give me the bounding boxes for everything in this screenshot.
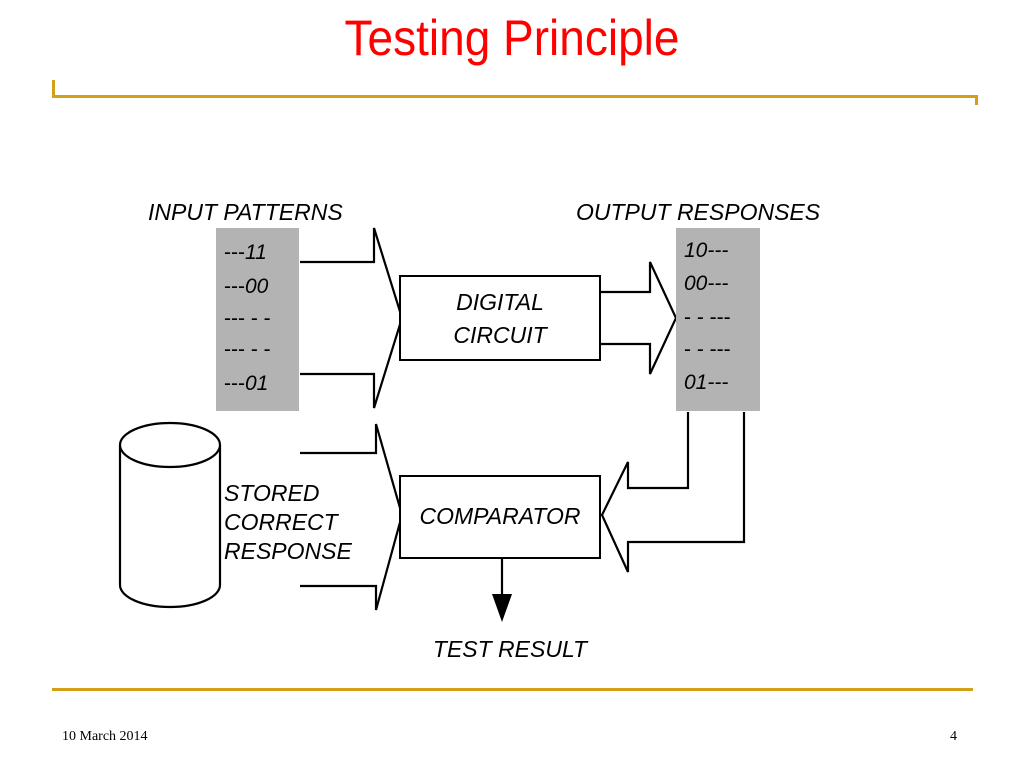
stored-response-cylinder [118, 421, 222, 609]
input-arrow [300, 227, 404, 409]
input-pattern-row: --- - - [224, 338, 271, 361]
stored-label-line3: RESPONSE [224, 538, 352, 564]
bottom-rule [52, 688, 973, 691]
comparator-label: COMPARATOR [419, 503, 580, 529]
output-response-row: - - --- [684, 338, 731, 361]
top-rule-left-tick [52, 80, 55, 98]
top-rule-right-tick [975, 95, 978, 105]
test-result-arrowhead [492, 594, 512, 622]
output-arrow [600, 261, 678, 375]
output-responses-label: OUTPUT RESPONSES [576, 199, 821, 225]
input-pattern-row: ---11 [224, 241, 267, 264]
page-number: 4 [950, 729, 957, 744]
output-response-row: 00--- [684, 272, 728, 295]
input-pattern-list: ---11 ---00 --- - - --- - - ---01 [224, 241, 271, 395]
output-response-row: - - --- [684, 306, 731, 329]
output-response-row: 01--- [684, 371, 728, 394]
output-response-list: 10--- 00--- - - --- - - --- 01--- [684, 239, 731, 394]
input-pattern-row: --- - - [224, 307, 271, 330]
feedback-arrow [600, 412, 746, 573]
digital-circuit-label-line2: CIRCUIT [453, 322, 548, 348]
digital-circuit-box [399, 275, 601, 361]
stored-label-line2: CORRECT [224, 509, 340, 535]
digital-circuit-label-line1: DIGITAL [456, 289, 544, 315]
output-responses-panel [676, 228, 760, 411]
input-patterns-panel [216, 228, 299, 411]
slide-title: Testing Principle [344, 10, 680, 66]
input-patterns-label: INPUT PATTERNS [148, 199, 343, 225]
test-result-label: TEST RESULT [433, 636, 589, 662]
output-response-row: 10--- [684, 239, 728, 262]
top-rule [52, 95, 978, 98]
stored-label-line1: STORED [224, 480, 319, 506]
input-pattern-row: ---00 [224, 275, 269, 298]
footer-date: 10 March 2014 [62, 729, 148, 744]
comparator-box [399, 475, 601, 559]
input-pattern-row: ---01 [224, 372, 268, 395]
